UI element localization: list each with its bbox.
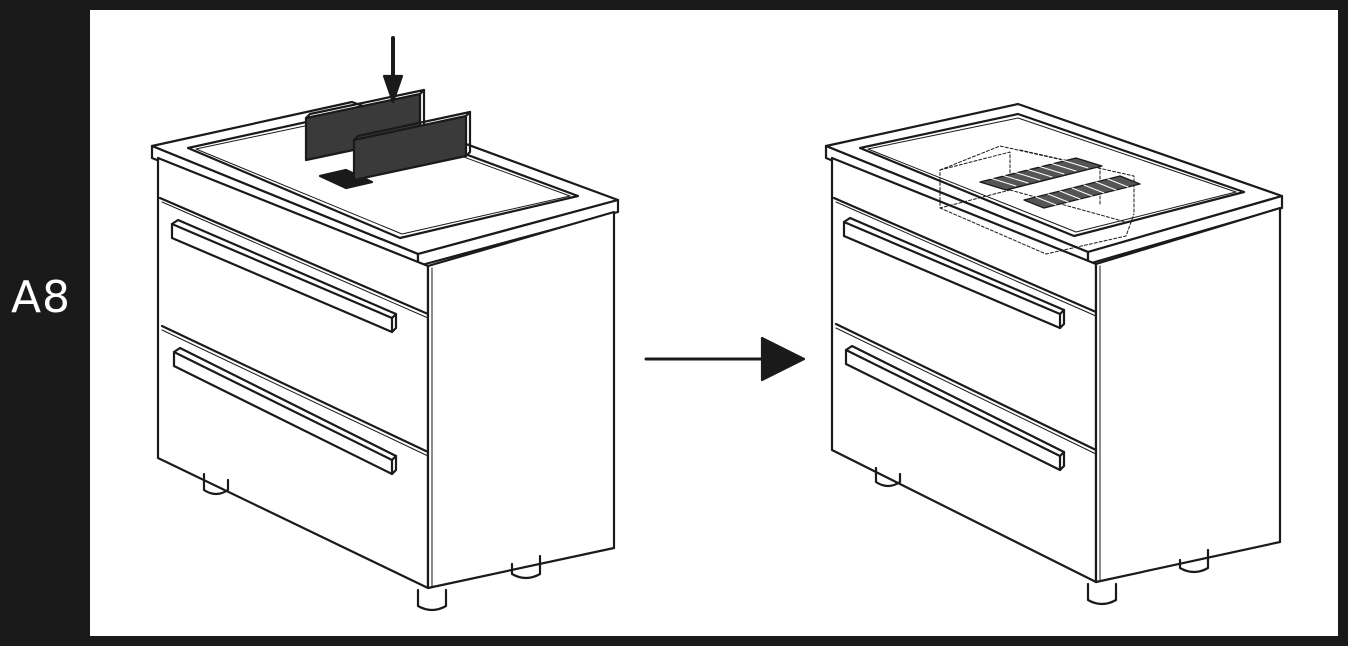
drawer-handle-upper [170, 218, 398, 334]
cabinet-feet-after [874, 466, 1210, 606]
filter-element-front [352, 110, 472, 182]
drawer-handle-upper-after [842, 216, 1066, 330]
step-tab: A8 [0, 0, 90, 646]
drawer-handle-lower [172, 346, 398, 476]
drawer-handle-lower-after [844, 344, 1066, 472]
cabinet-before [150, 36, 620, 612]
cabinet-after [824, 102, 1284, 606]
cabinet-feet [202, 472, 542, 612]
right-arrow-icon [644, 336, 806, 382]
step-label: A8 [10, 272, 72, 323]
down-arrow-icon [382, 36, 404, 104]
installed-filter-slats [979, 157, 1141, 209]
